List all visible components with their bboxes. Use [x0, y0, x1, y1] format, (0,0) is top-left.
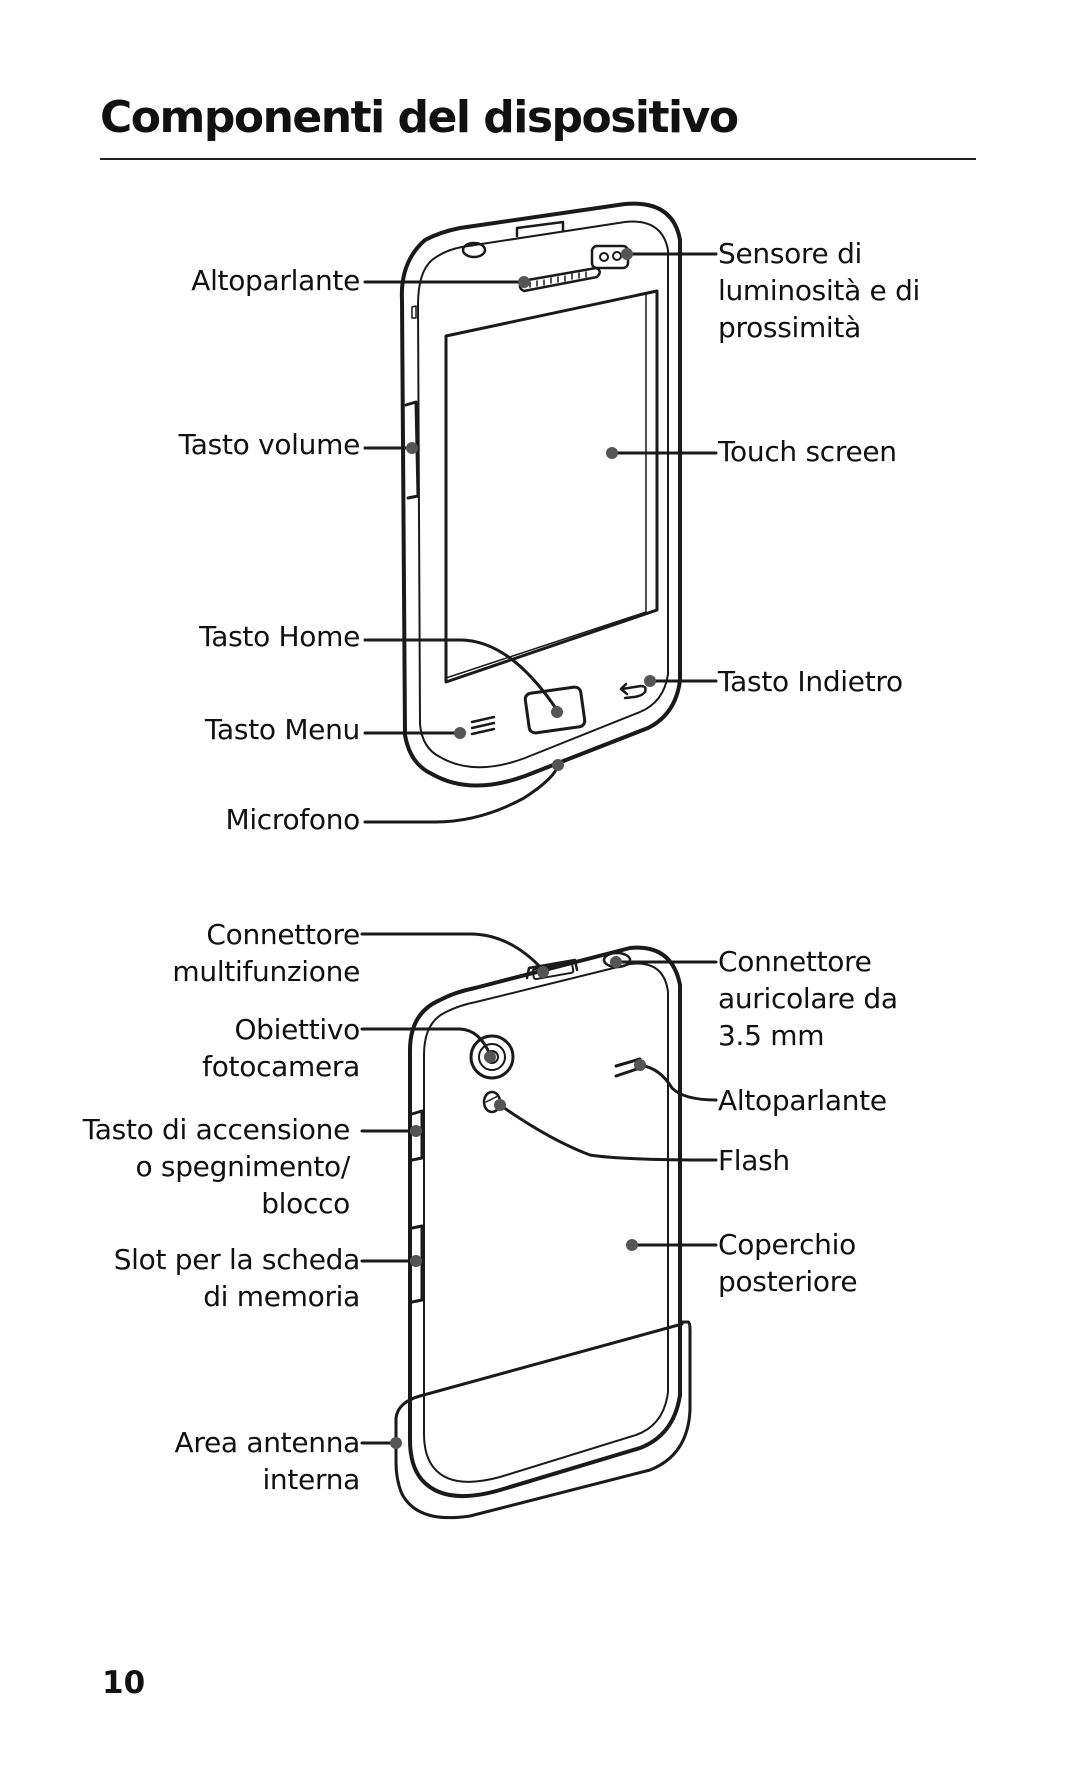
back-device-illustration	[394, 945, 692, 1520]
title-rule	[100, 158, 976, 160]
label-flash: Flash	[718, 1144, 790, 1177]
label-multifunction-jack: Connettore multifunzione	[172, 918, 360, 988]
label-power-key: Tasto di accensione o spegnimento/ blocc…	[82, 1113, 351, 1220]
label-memory-card-slot: Slot per la scheda di memoria	[113, 1243, 361, 1313]
label-touch-screen: Touch screen	[718, 435, 897, 468]
label-back-key: Tasto Indietro	[718, 665, 903, 698]
front-leader-lines	[363, 252, 718, 824]
label-camera-lens: Obiettivo fotocamera	[202, 1013, 360, 1083]
page-number: 10	[102, 1665, 146, 1701]
label-headset-jack: Connettore auricolare da 3.5 mm	[718, 945, 898, 1052]
front-device-illustration	[399, 201, 682, 788]
back-callout-dots	[390, 956, 646, 1449]
label-light-proximity-sensor: Sensore di luminosità e di prossimità	[718, 237, 921, 344]
label-volume-key: Tasto volume	[178, 428, 361, 461]
label-back-cover: Coperchio posteriore	[718, 1228, 858, 1298]
label-speaker: Altoparlante	[191, 264, 360, 297]
back-leader-lines	[360, 932, 718, 1445]
label-home-key: Tasto Home	[199, 620, 360, 653]
label-menu-key: Tasto Menu	[204, 713, 360, 746]
front-callout-dots	[406, 248, 656, 771]
label-microphone: Microfono	[225, 803, 360, 836]
label-rear-speaker: Altoparlante	[718, 1084, 887, 1117]
label-internal-antenna: Area antenna interna	[174, 1426, 361, 1496]
page-title: Componenti del dispositivo	[100, 92, 739, 143]
